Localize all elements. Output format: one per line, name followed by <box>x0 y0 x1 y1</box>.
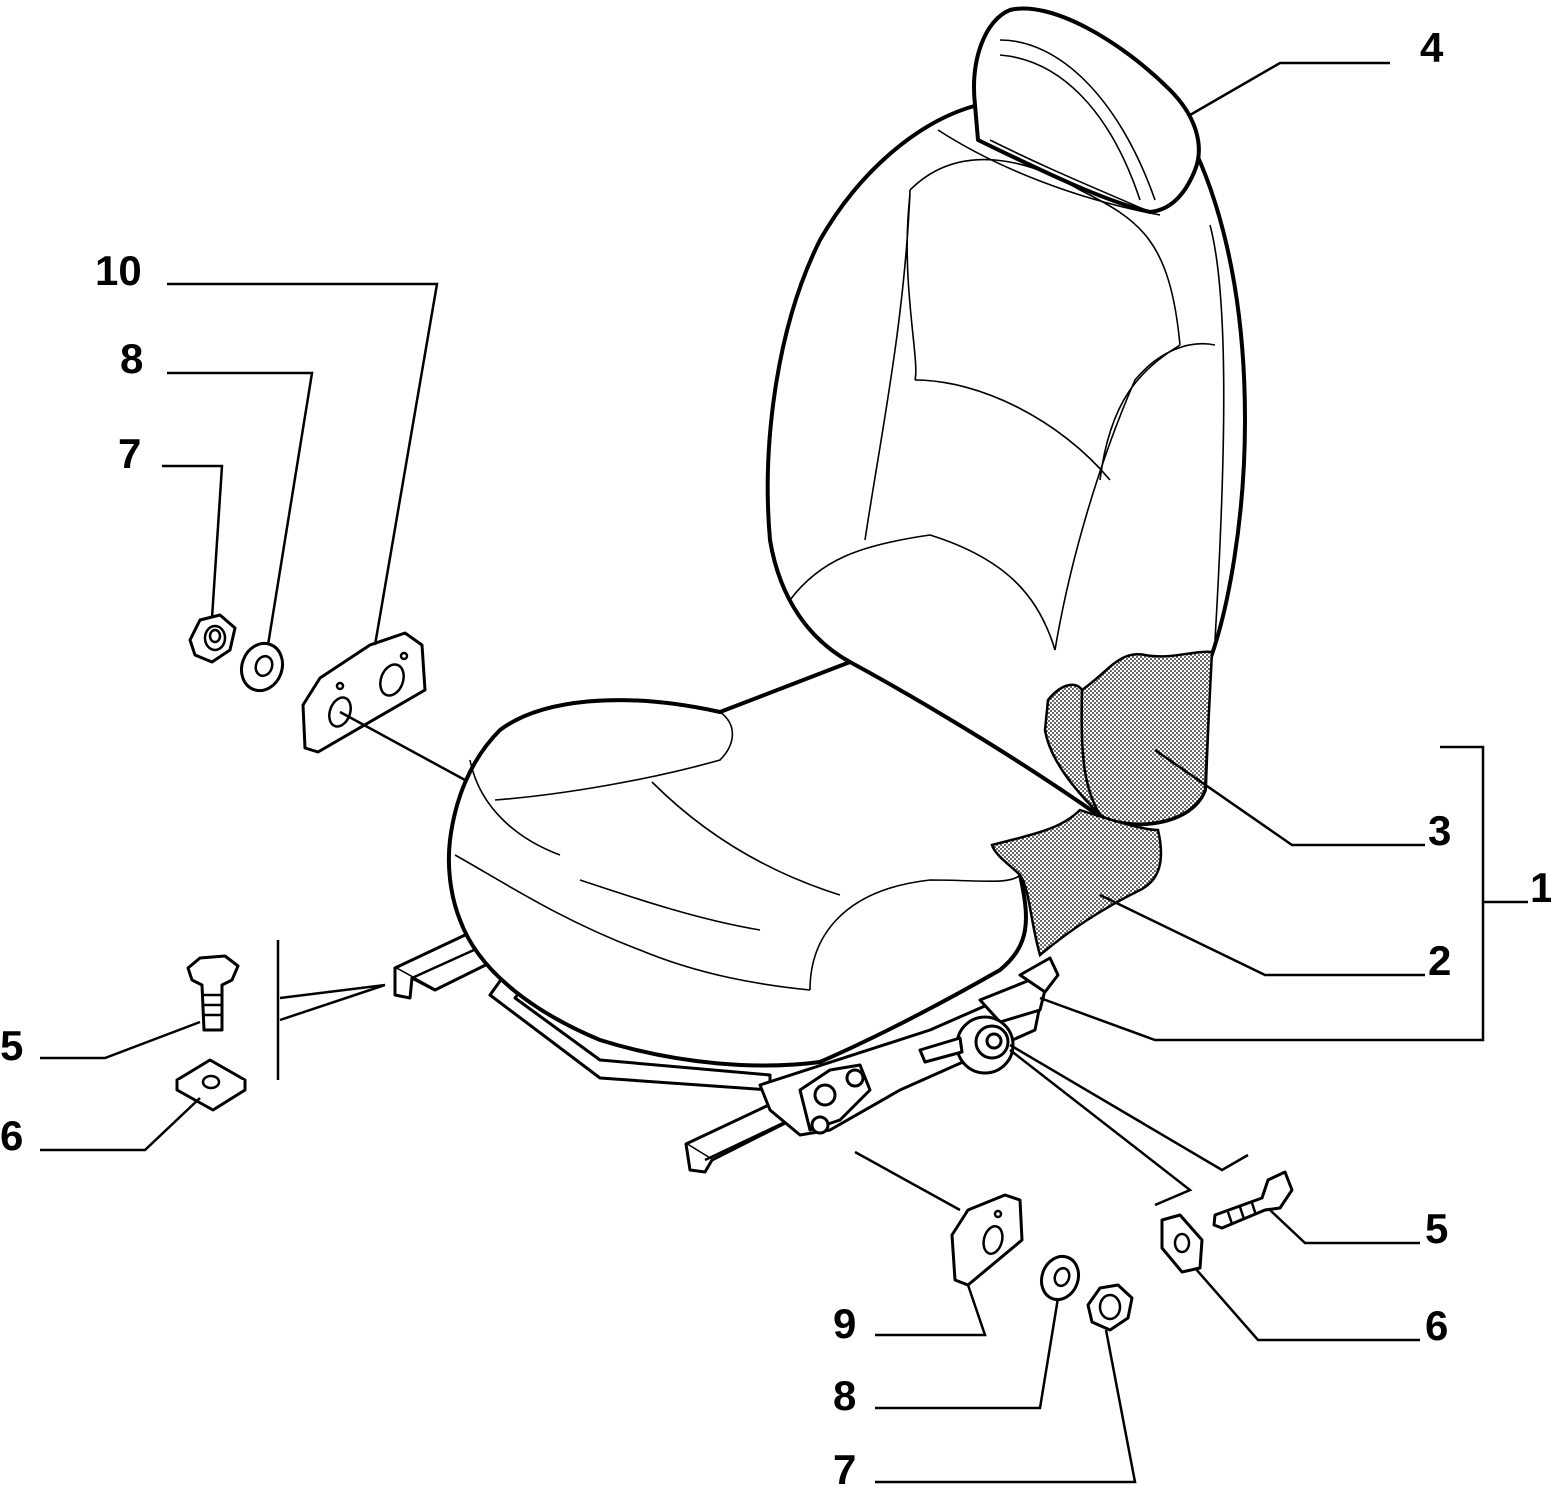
seat-backrest <box>765 98 1247 827</box>
bolt-5-right <box>1212 1170 1294 1230</box>
callout-4: 4 <box>1420 24 1444 71</box>
callout-2: 2 <box>1428 937 1451 984</box>
washer-8-bottom <box>1039 1254 1081 1302</box>
bolt-5-left <box>186 954 240 1032</box>
square-nut-6-left <box>175 1058 247 1112</box>
callout-1: 1 <box>1530 864 1551 911</box>
washer-8-top <box>239 641 285 693</box>
callout-8-top: 8 <box>120 335 143 382</box>
callout-10: 10 <box>95 247 142 294</box>
nut-7-bottom <box>1086 1283 1134 1332</box>
callout-5-left: 5 <box>0 1022 23 1069</box>
leader-lines <box>40 61 1528 1484</box>
callout-6-right: 6 <box>1425 1302 1448 1349</box>
callout-8-bottom: 8 <box>833 1372 856 1419</box>
square-nut-6-right <box>1160 1213 1204 1274</box>
callout-5-right: 5 <box>1425 1205 1448 1252</box>
callout-7-top: 7 <box>118 430 141 477</box>
bracket-plate-9 <box>950 1193 1024 1287</box>
callout-labels: 4 10 8 7 3 1 2 5 6 5 6 9 8 7 <box>0 24 1551 1486</box>
callout-9: 9 <box>833 1300 856 1347</box>
bracket-plate-10 <box>301 631 427 754</box>
side-trim-cover <box>990 650 1214 958</box>
callout-6-left: 6 <box>0 1112 23 1159</box>
seat-cushion <box>446 660 1100 1068</box>
nut-7-top <box>188 613 237 664</box>
callout-3: 3 <box>1428 807 1451 854</box>
headrest <box>972 6 1201 214</box>
callout-7-bottom: 7 <box>833 1446 856 1486</box>
